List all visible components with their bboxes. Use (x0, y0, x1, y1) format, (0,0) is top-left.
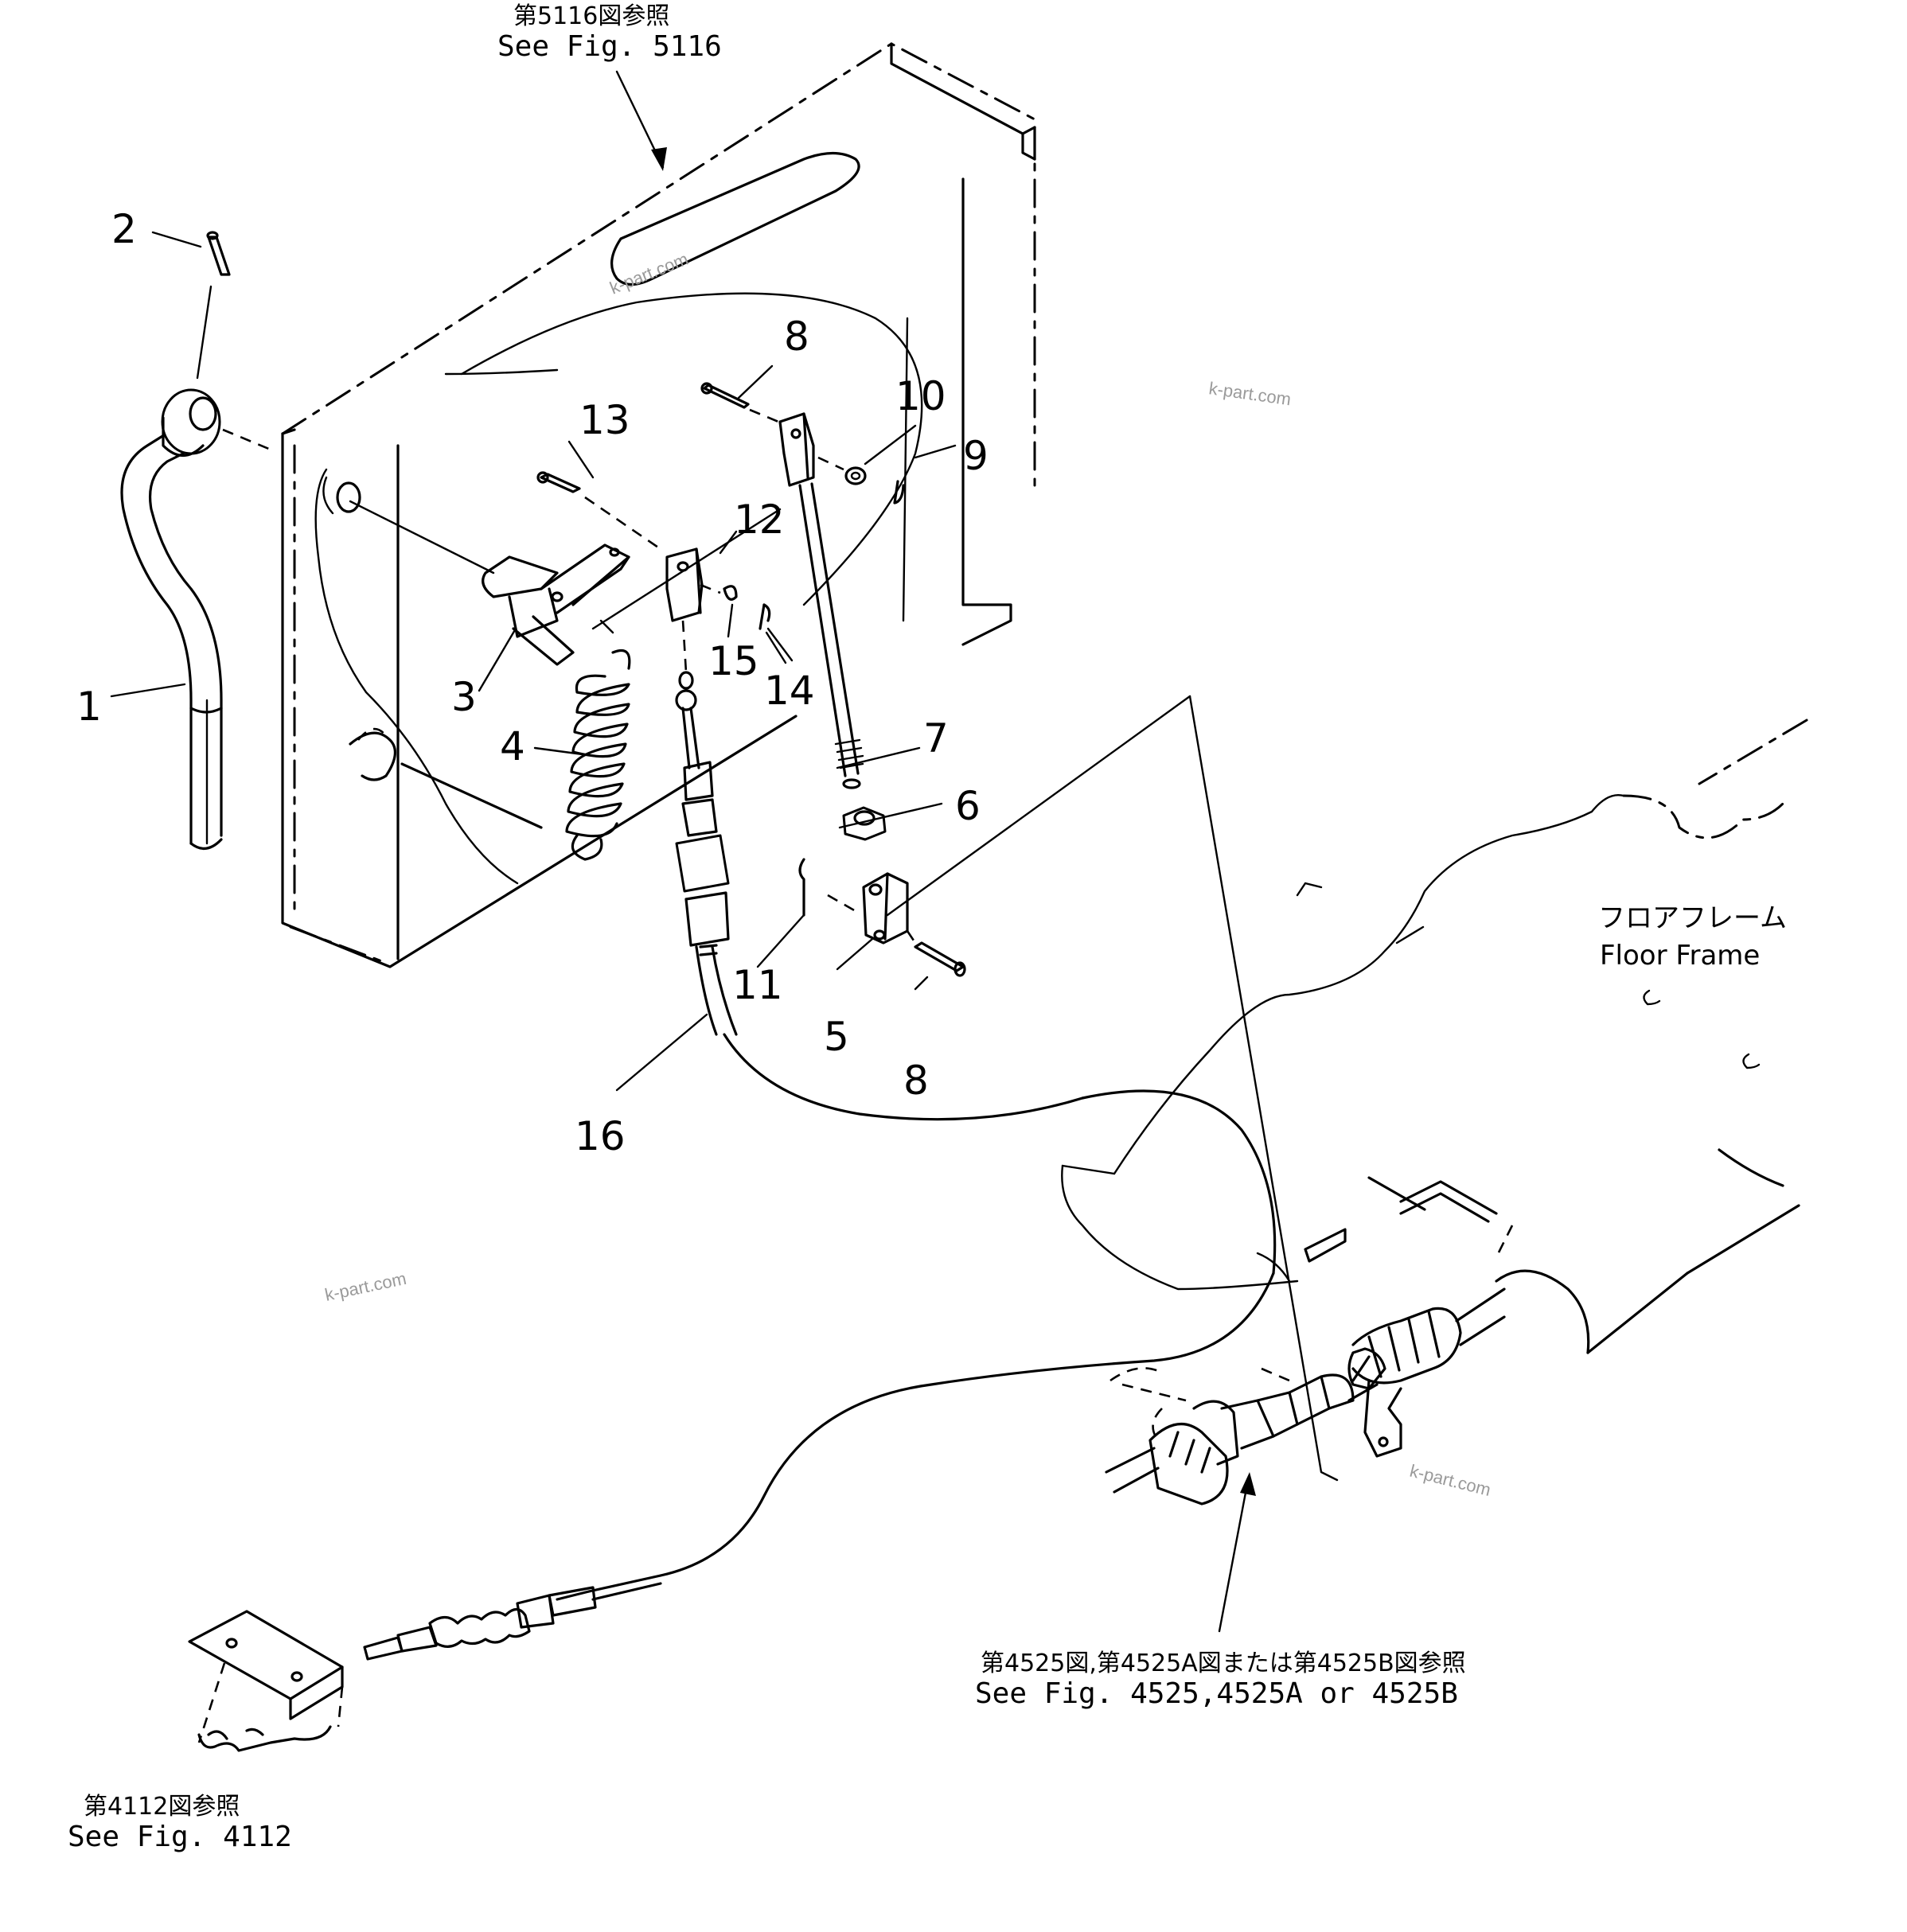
floor-frame (886, 695, 1808, 1505)
label-part-15: 15 (708, 638, 759, 684)
rod-assembly (700, 382, 905, 789)
ref-5116-jp: 第5116図参照 (513, 2, 669, 30)
ref-4525-jp: 第4525図,第4525A図または第4525B図参照 (981, 1650, 1466, 1677)
lever (120, 388, 271, 850)
pin (196, 231, 231, 380)
floor-frame-en: Floor Frame (1600, 940, 1760, 972)
label-part-5: 5 (824, 1014, 849, 1060)
label-part-16: 16 (575, 1113, 626, 1159)
ref-4112-en: See Fig. 4112 (68, 1821, 292, 1853)
floor-frame-jp: フロアフレーム (1598, 902, 1787, 934)
watermark: k-part.com (323, 1268, 408, 1305)
part-numbers: 1 2 3 4 5 6 7 8 8 9 10 11 12 13 14 15 16 (76, 206, 989, 1159)
label-part-8-upper: 8 (784, 314, 809, 360)
console-panel (281, 42, 1036, 968)
label-part-7: 7 (923, 715, 949, 762)
control-cable (188, 620, 1277, 1752)
ref-4112-jp: 第4112図参照 (84, 1793, 240, 1821)
watermark: k-part.com (607, 249, 692, 298)
label-part-11: 11 (732, 962, 783, 1008)
label-part-13: 13 (579, 397, 630, 443)
label-part-2: 2 (111, 206, 137, 252)
label-part-12: 12 (734, 497, 785, 543)
lever-arm (349, 500, 630, 666)
spring (565, 649, 631, 861)
label-part-3: 3 (451, 674, 477, 720)
label-part-9: 9 (963, 433, 989, 479)
label-part-8-lower: 8 (903, 1058, 929, 1104)
watermark: k-part.com (1207, 378, 1292, 409)
label-part-1: 1 (76, 684, 102, 730)
watermarks: k-part.com k-part.com k-part.com k-part.… (323, 249, 1493, 1500)
clevis-upper-left (536, 471, 771, 630)
figure-references: 第5116図参照 See Fig. 5116 第4525図,第4525A図または… (68, 2, 1787, 1853)
label-part-14: 14 (764, 668, 815, 714)
label-part-10: 10 (895, 373, 946, 419)
ref-4525-en: See Fig. 4525,4525A or 4525B (975, 1677, 1458, 1710)
label-part-4: 4 (500, 723, 525, 769)
ref-5116-en: See Fig. 5116 (497, 30, 722, 63)
label-part-6: 6 (955, 783, 981, 829)
watermark: k-part.com (1408, 1461, 1493, 1500)
leader-lines (110, 70, 1256, 1633)
lower-clevis (798, 806, 966, 977)
